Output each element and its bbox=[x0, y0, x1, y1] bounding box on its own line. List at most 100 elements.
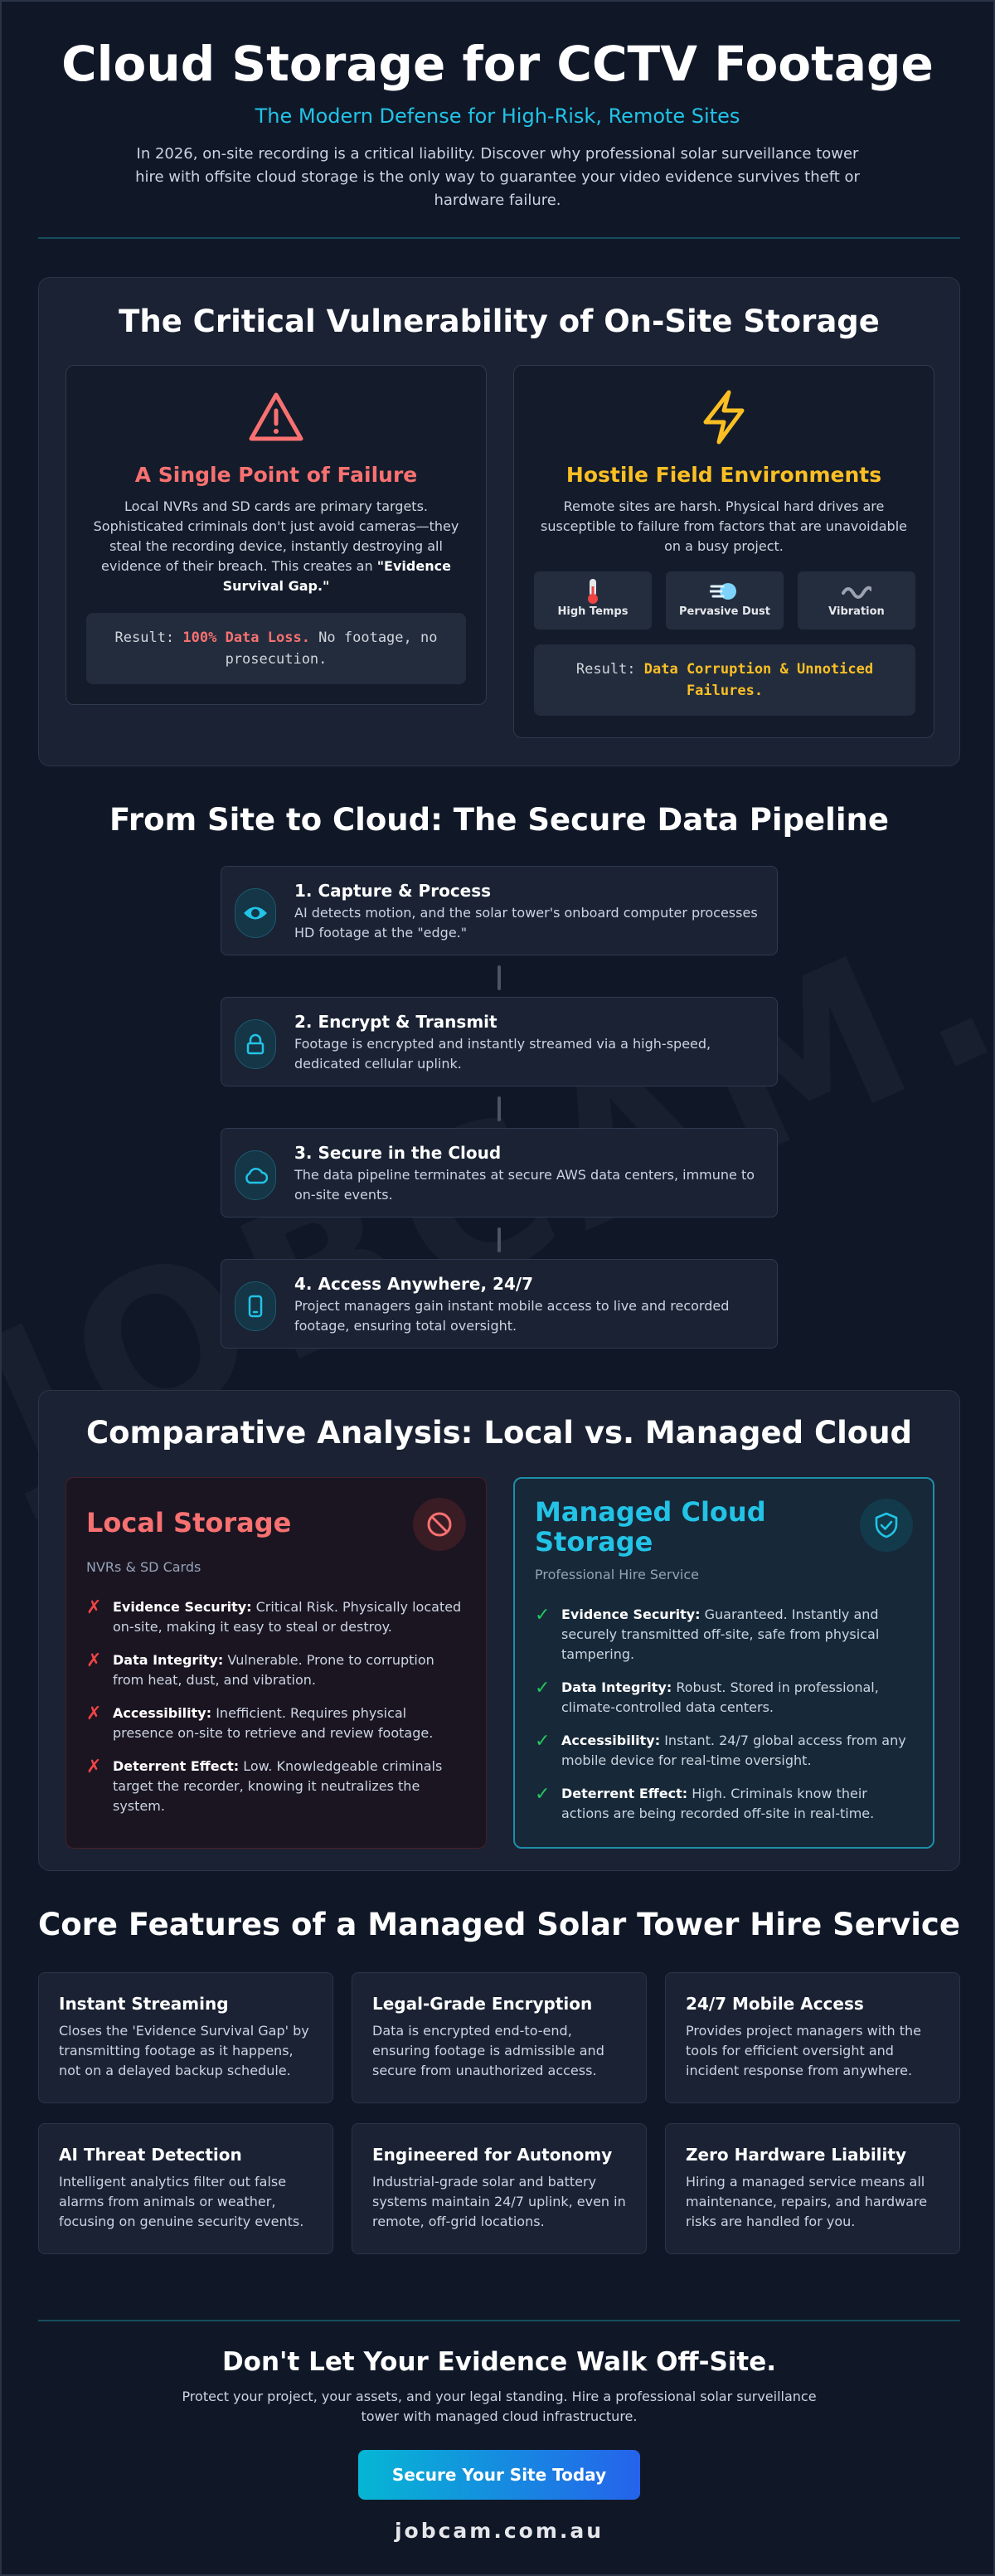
feature-title: 24/7 Mobile Access bbox=[686, 1994, 864, 2014]
environment-card: Hostile Field Environments Remote sites … bbox=[513, 365, 934, 738]
lock-icon bbox=[246, 1033, 265, 1055]
check-icon: ✓ bbox=[535, 1731, 551, 1752]
feature-desc: Intelligent analytics filter out false a… bbox=[59, 2174, 304, 2229]
page-title: Cloud Storage for CCTV Footage bbox=[61, 36, 934, 92]
environment-heading: Hostile Field Environments bbox=[565, 463, 882, 487]
cloud-icon bbox=[245, 1168, 268, 1184]
feature-card: AI Threat Detection Intelligent analytic… bbox=[38, 2123, 333, 2254]
lightning-bolt-icon bbox=[703, 390, 745, 445]
eye-icon bbox=[244, 906, 267, 920]
list-item: ✓Evidence Security: Guaranteed. Instantl… bbox=[535, 1605, 880, 1662]
page-subtitle: The Modern Defense for High-Risk, Remote… bbox=[255, 104, 740, 128]
chip-vibration: Vibration bbox=[798, 571, 915, 629]
local-storage-list: ✗Evidence Security: Critical Risk. Physi… bbox=[86, 1597, 466, 1830]
check-icon: ✓ bbox=[535, 1678, 551, 1699]
cloud-storage-card: Managed Cloud Storage Professional Hire … bbox=[513, 1477, 934, 1849]
step-icon-wrap bbox=[235, 1150, 276, 1200]
feature-title: AI Threat Detection bbox=[59, 2145, 242, 2165]
cross-icon: ✗ bbox=[86, 1597, 102, 1618]
cloud-storage-heading: Managed Cloud Storage bbox=[535, 1496, 766, 1558]
list-item: ✗Deterrent Effect: Low. Knowledgeable cr… bbox=[86, 1757, 443, 1814]
local-storage-card: Local Storage NVRs & SD Cards ✗Evidence … bbox=[66, 1477, 487, 1849]
step-icon-wrap bbox=[235, 1281, 276, 1331]
hero-divider bbox=[38, 237, 960, 239]
step-icon-wrap bbox=[235, 1019, 276, 1069]
mobile-phone-icon bbox=[248, 1295, 263, 1318]
pipeline-step-cloud: 3. Secure in the Cloud The data pipeline… bbox=[221, 1128, 778, 1218]
shield-check-icon bbox=[875, 1512, 898, 1538]
chip-high-temps: High Temps bbox=[534, 571, 652, 629]
list-item: ✓Deterrent Effect: High. Criminals know … bbox=[535, 1784, 875, 1821]
list-item: ✓Data Integrity: Robust. Stored in profe… bbox=[535, 1678, 879, 1715]
list-item: ✗Accessibility: Inefficient. Requires ph… bbox=[86, 1704, 434, 1741]
step-title: 4. Access Anywhere, 24/7 bbox=[294, 1274, 534, 1294]
environment-desc: Remote sites are harsh. Physical hard dr… bbox=[541, 498, 907, 554]
feature-card: Zero Hardware Liability Hiring a managed… bbox=[665, 2123, 960, 2254]
thermometer-icon bbox=[588, 579, 598, 604]
check-icon: ✓ bbox=[535, 1605, 551, 1626]
feature-desc: Hiring a managed service means all maint… bbox=[686, 2174, 928, 2229]
cloud-storage-sub: Professional Hire Service bbox=[535, 1567, 700, 1582]
cta-section: Don't Let Your Evidence Walk Off-Site. P… bbox=[2, 2345, 993, 2544]
pipeline-step-encrypt: 2. Encrypt & Transmit Footage is encrypt… bbox=[221, 997, 778, 1086]
cross-icon: ✗ bbox=[86, 1650, 102, 1671]
vibration-icon bbox=[842, 586, 871, 599]
feature-card: Legal-Grade Encryption Data is encrypted… bbox=[352, 1972, 647, 2103]
prohibited-icon bbox=[427, 1512, 452, 1537]
feature-desc: Data is encrypted end-to-end, ensuring f… bbox=[372, 2023, 604, 2078]
chip-label: Pervasive Dust bbox=[678, 605, 770, 618]
feature-desc: Closes the 'Evidence Survival Gap' by tr… bbox=[59, 2023, 309, 2078]
step-desc: Footage is encrypted and instantly strea… bbox=[294, 1036, 711, 1072]
cta-text: Protect your project, your assets, and y… bbox=[182, 2389, 817, 2424]
step-desc: The data pipeline terminates at secure A… bbox=[294, 1167, 755, 1203]
list-item: ✗Data Integrity: Vulnerable. Prone to co… bbox=[86, 1650, 434, 1688]
failure-card: A Single Point of Failure Local NVRs and… bbox=[66, 365, 487, 705]
site-domain: jobcam.com.au bbox=[394, 2519, 604, 2543]
cloud-storage-list: ✓Evidence Security: Guaranteed. Instantl… bbox=[535, 1605, 913, 1837]
list-item: ✗Evidence Security: Critical Risk. Physi… bbox=[86, 1597, 462, 1635]
feature-desc: Provides project managers with the tools… bbox=[686, 2023, 921, 2078]
pipeline-connector bbox=[498, 1227, 501, 1252]
step-title: 1. Capture & Process bbox=[294, 881, 492, 901]
feature-desc: Industrial-grade solar and battery syste… bbox=[372, 2174, 626, 2229]
failure-result: Result: 100% Data Loss. No footage, no p… bbox=[86, 613, 466, 684]
local-storage-heading: Local Storage bbox=[86, 1507, 292, 1538]
local-storage-badge bbox=[413, 1498, 466, 1551]
pipeline-connector bbox=[498, 965, 501, 990]
step-icon-wrap bbox=[235, 888, 276, 938]
features-title: Core Features of a Managed Solar Tower H… bbox=[38, 1907, 960, 1942]
pipeline-step-access: 4. Access Anywhere, 24/7 Project manager… bbox=[221, 1259, 778, 1349]
step-title: 2. Encrypt & Transmit bbox=[294, 1012, 498, 1032]
local-storage-sub: NVRs & SD Cards bbox=[86, 1559, 201, 1575]
list-item: ✓Accessibility: Instant. 24/7 global acc… bbox=[535, 1731, 906, 1768]
feature-card: Instant Streaming Closes the 'Evidence S… bbox=[38, 1972, 333, 2103]
check-icon: ✓ bbox=[535, 1784, 551, 1805]
failure-desc: Local NVRs and SD cards are primary targ… bbox=[93, 498, 459, 594]
step-desc: Project managers gain instant mobile acc… bbox=[294, 1298, 730, 1334]
feature-card: 24/7 Mobile Access Provides project mana… bbox=[665, 1972, 960, 2103]
feature-title: Instant Streaming bbox=[59, 1994, 229, 2014]
secure-your-site-button[interactable]: Secure Your Site Today bbox=[358, 2450, 640, 2500]
comparison-title: Comparative Analysis: Local vs. Managed … bbox=[85, 1415, 913, 1451]
step-desc: AI detects motion, and the solar tower's… bbox=[294, 905, 758, 940]
step-title: 3. Secure in the Cloud bbox=[294, 1143, 502, 1163]
cloud-storage-badge bbox=[860, 1499, 913, 1552]
pipeline-step-capture: 1. Capture & Process AI detects motion, … bbox=[221, 866, 778, 955]
failure-heading: A Single Point of Failure bbox=[134, 463, 418, 487]
warning-triangle-icon bbox=[249, 392, 303, 441]
cta-heading: Don't Let Your Evidence Walk Off-Site. bbox=[221, 2347, 777, 2377]
environment-chips: High Temps Pervasive Dust Vibration bbox=[534, 571, 915, 629]
comparison-section: Comparative Analysis: Local vs. Managed … bbox=[38, 1390, 960, 1871]
chip-pervasive-dust: Pervasive Dust bbox=[666, 571, 784, 629]
vulnerability-title: The Critical Vulnerability of On-Site St… bbox=[119, 304, 880, 339]
cta-divider bbox=[38, 2320, 960, 2321]
cross-icon: ✗ bbox=[86, 1704, 102, 1724]
chip-label: High Temps bbox=[557, 605, 629, 618]
pipeline-connector bbox=[498, 1096, 501, 1121]
dust-cloud-icon bbox=[710, 583, 736, 600]
feature-title: Legal-Grade Encryption bbox=[372, 1994, 593, 2014]
vulnerability-section: The Critical Vulnerability of On-Site St… bbox=[38, 277, 960, 766]
cross-icon: ✗ bbox=[86, 1757, 102, 1777]
environment-result: Result: Data Corruption & Unnoticed Fail… bbox=[534, 644, 915, 716]
